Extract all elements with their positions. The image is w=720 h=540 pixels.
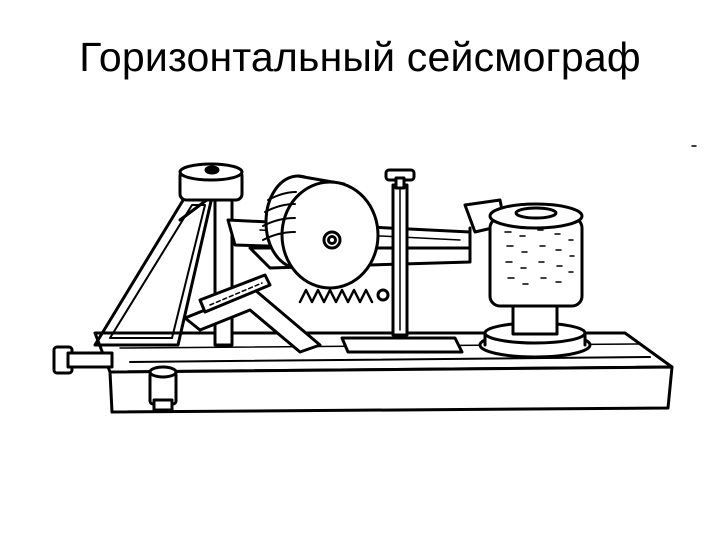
damping-spring xyxy=(298,288,374,304)
base-plate-front xyxy=(108,365,674,414)
column-base xyxy=(340,336,464,354)
recording-drum xyxy=(488,216,584,308)
slide-title: Горизонтальный сейсмограф xyxy=(79,34,641,80)
